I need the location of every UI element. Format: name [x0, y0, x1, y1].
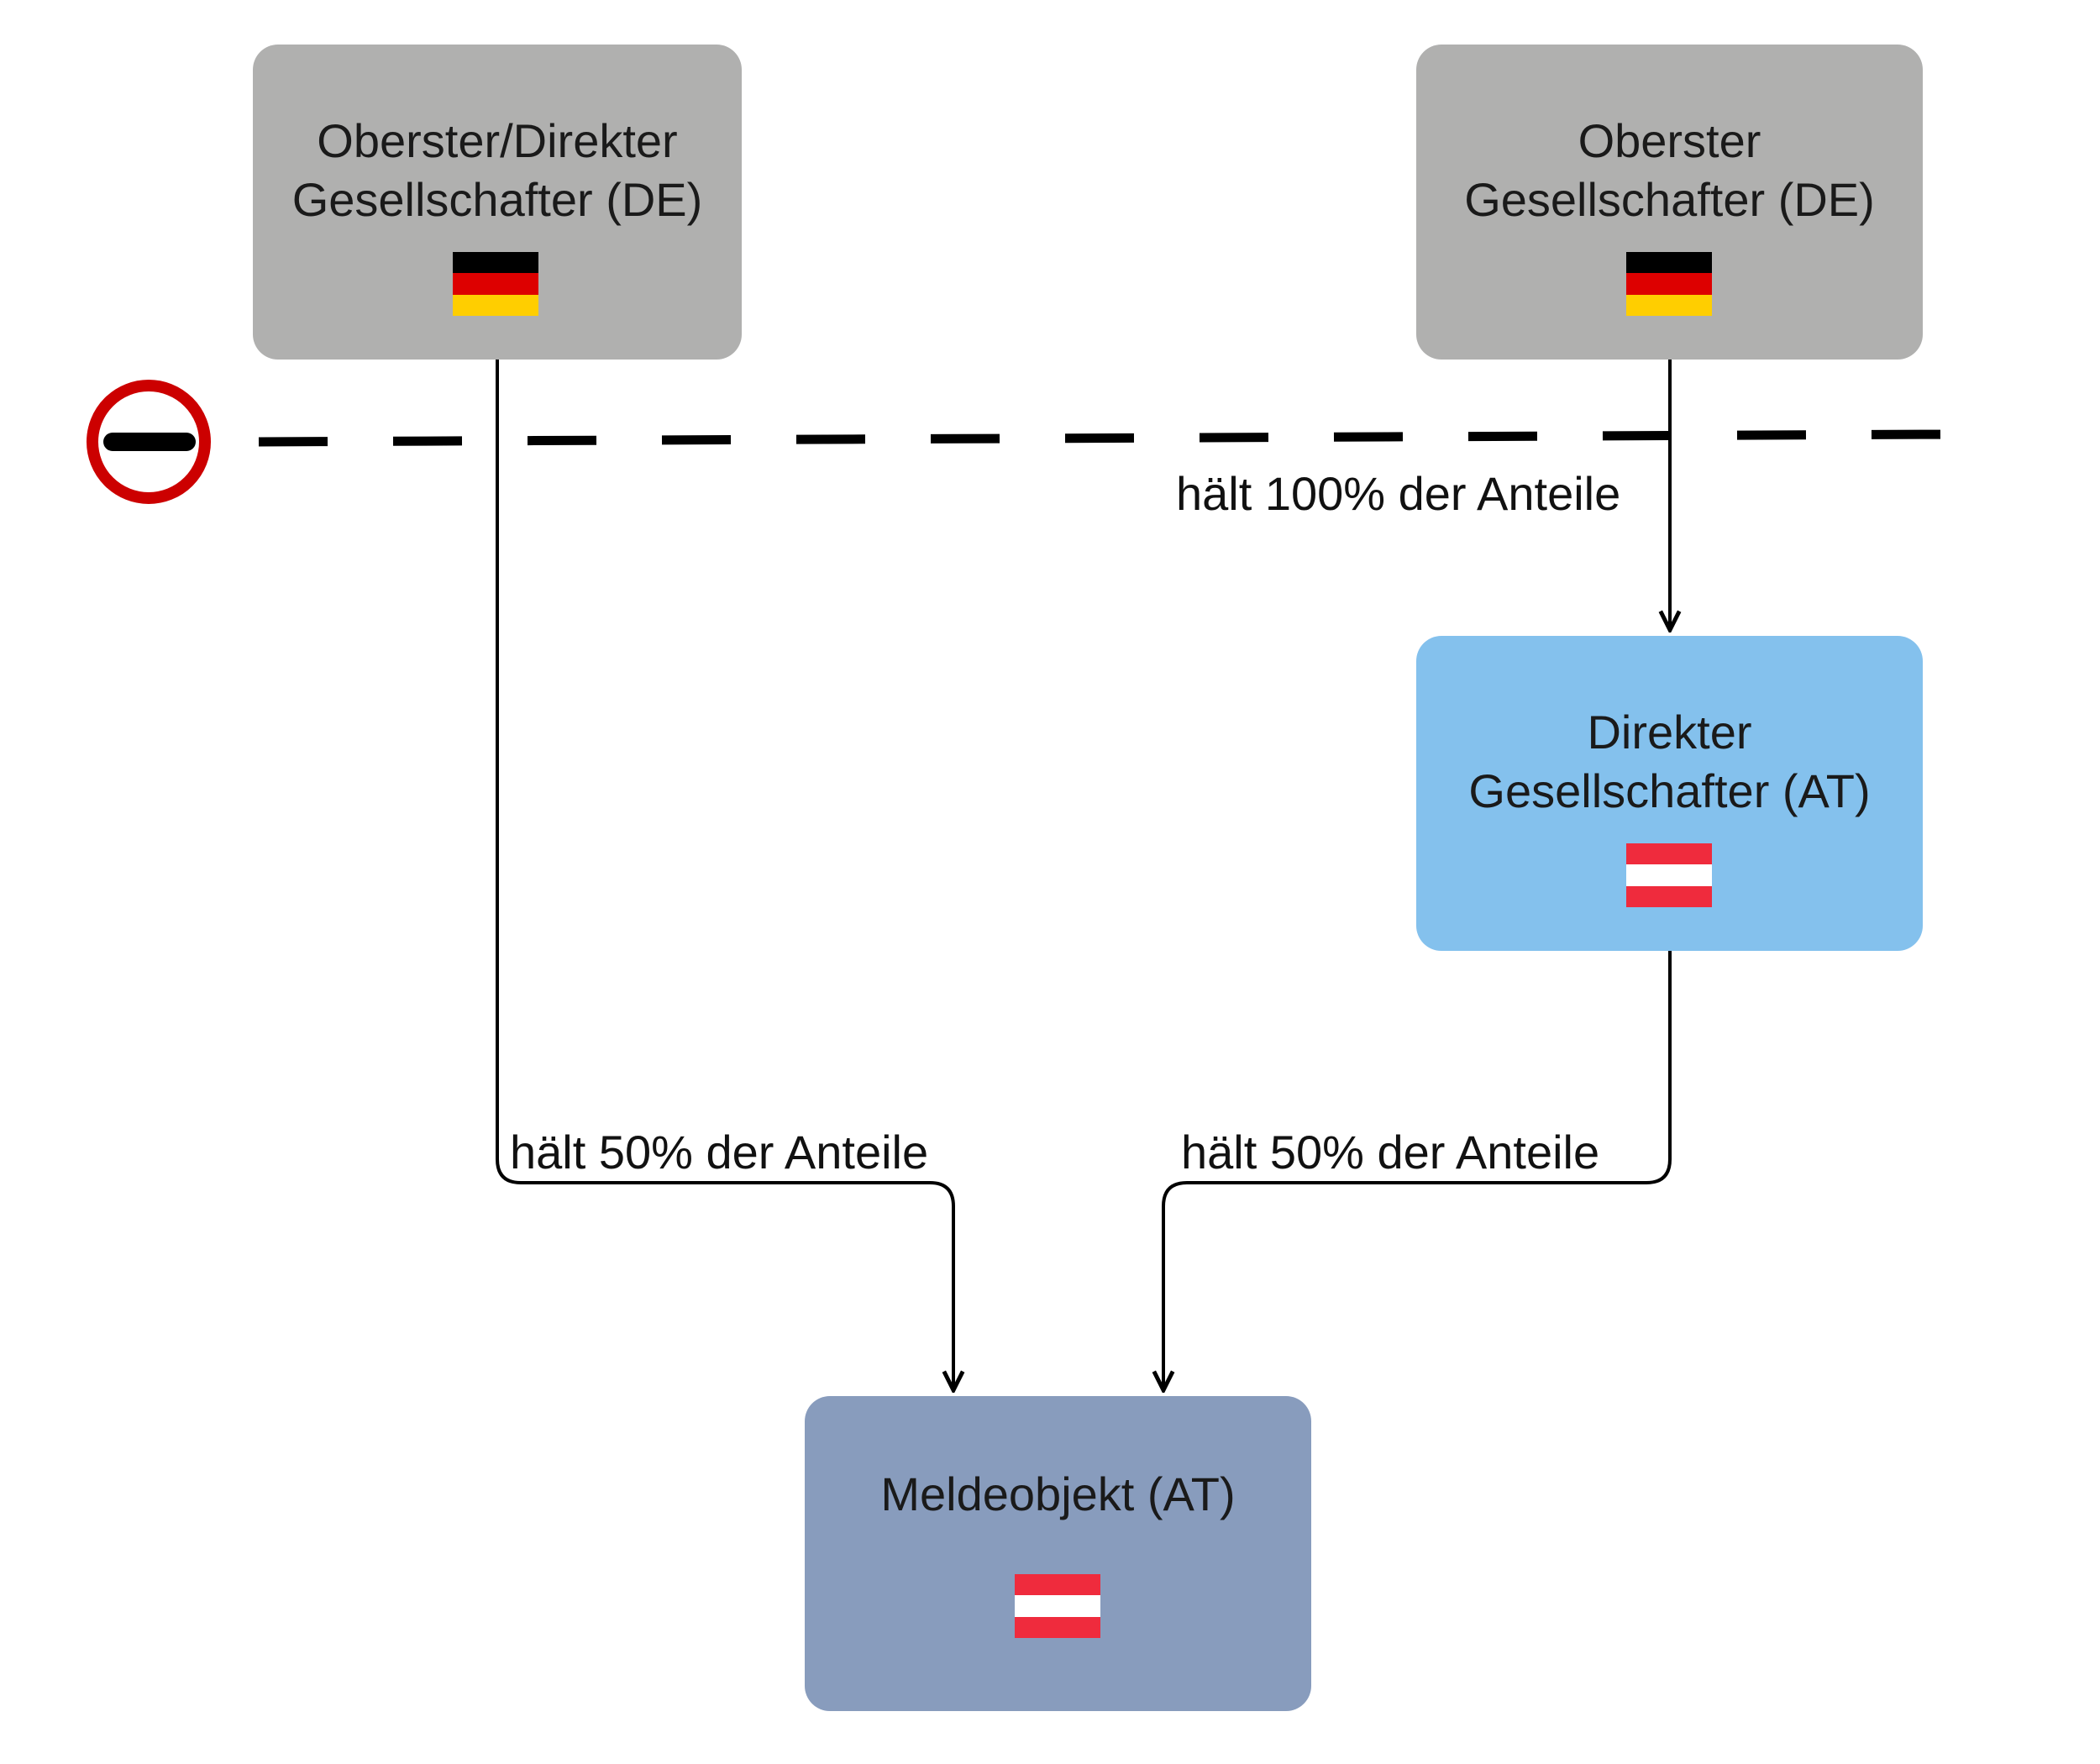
edge-label-100-percent: hält 100% der Anteile: [1176, 467, 1621, 520]
edge-direct-to-reporting: [1163, 951, 1672, 1390]
border-dashed-line: [258, 429, 1955, 447]
node-title: Oberster/Direkter Gesellschafter (DE): [291, 114, 703, 226]
node-reporting-entity-at: Meldeobjekt (AT): [805, 1396, 1311, 1711]
austria-flag: [1015, 1574, 1100, 1638]
edge-top-left-to-reporting: [496, 360, 953, 1390]
node-title: Oberster Gesellschafter (DE): [1464, 114, 1875, 226]
germany-flag: [453, 252, 538, 316]
node-direct-shareholder-at: Direkter Gesellschafter (AT): [1416, 636, 1923, 951]
edge-label-50-percent-left: hält 50% der Anteile: [510, 1126, 929, 1179]
edge-label-50-percent-right: hält 50% der Anteile: [1181, 1126, 1600, 1179]
no-entry-icon: [87, 380, 211, 504]
austria-flag: [1626, 843, 1712, 907]
germany-flag: [1626, 252, 1712, 316]
node-title: Meldeobjekt (AT): [880, 1467, 1236, 1520]
node-top-left-shareholder: Oberster/Direkter Gesellschafter (DE): [253, 45, 742, 360]
node-title: Direkter Gesellschafter (AT): [1468, 706, 1871, 817]
node-top-right-shareholder: Oberster Gesellschafter (DE): [1416, 45, 1923, 360]
